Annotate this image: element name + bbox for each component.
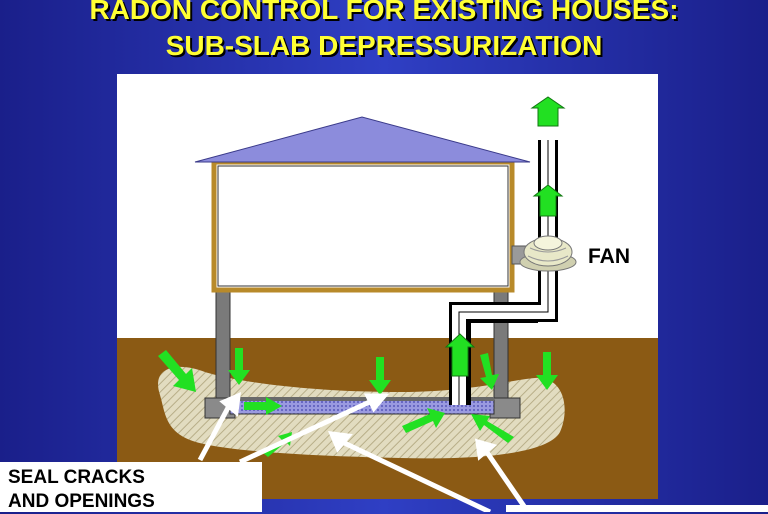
title-line-2: SUB-SLAB DEPRESSURIZATION <box>165 30 603 61</box>
seal-cracks-line-2: AND OPENINGS <box>8 491 155 512</box>
soil-arrow-down-3 <box>480 353 499 390</box>
upper-storey <box>211 159 515 293</box>
fan-label: FAN <box>588 245 630 268</box>
pointer-gravel-2 <box>481 446 531 512</box>
roof <box>194 116 531 163</box>
soil-arrow-down-4 <box>536 352 558 390</box>
soil-arrow-left <box>158 350 196 392</box>
pipe-arrow-lower <box>444 333 476 377</box>
soil-arrow-down-2 <box>369 357 391 395</box>
pipe-arrow-upper <box>532 184 564 217</box>
gravel-arrow-right <box>244 397 282 415</box>
exhaust-arrow-top <box>530 96 566 127</box>
left-wall <box>215 287 231 399</box>
seal-cracks-callout: SEAL CRACKS AND OPENINGS <box>0 462 262 512</box>
lower-right-callout <box>506 505 768 512</box>
seal-cracks-line-1: SEAL CRACKS <box>8 467 145 488</box>
pointer-gravel-1 <box>336 437 492 512</box>
pointer-seal-1 <box>197 402 233 462</box>
title-line-1: RADON CONTROL FOR EXISTING HOUSES: <box>89 0 679 25</box>
fan-icon <box>511 235 577 272</box>
gravel-arrow-to-pipe-left <box>402 408 445 433</box>
pointer-seal-2 <box>238 396 378 465</box>
gravel-arrow-to-pipe-right <box>471 414 514 443</box>
soil-arrow-down-1 <box>228 348 250 385</box>
